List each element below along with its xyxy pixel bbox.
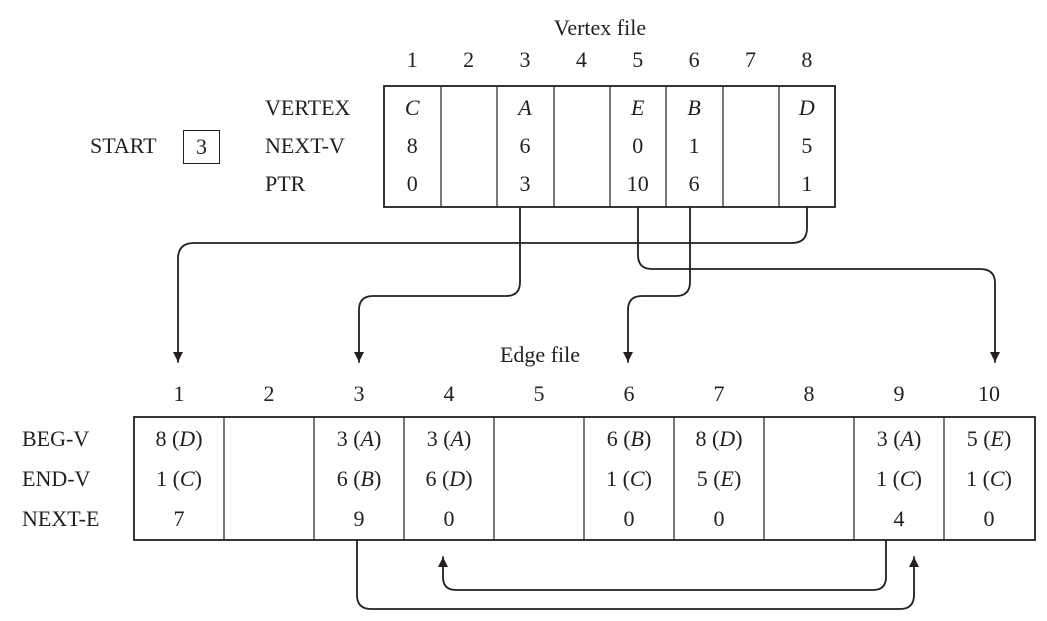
vertex-file-index: 1	[406, 47, 418, 72]
vertex-cell: A	[518, 95, 532, 120]
next-e-cell: 0	[623, 506, 635, 531]
next-v-row-label: NEXT-V	[265, 133, 345, 158]
end-v-cell: 1 (C)	[876, 466, 922, 491]
vertex-cell: B	[687, 95, 701, 120]
edge-file-index: 7	[713, 381, 725, 406]
edge-table-columns	[223, 417, 945, 540]
next-e-cell: 4	[893, 506, 905, 531]
beg-v-cell: 3 (A)	[876, 426, 922, 451]
edge-file-index: 2	[263, 381, 275, 406]
arrow-b-to-edge-6	[623, 206, 691, 363]
arrow-edge-3-to-edge-9	[356, 539, 919, 610]
beg-v-cell: 3 (A)	[426, 426, 472, 451]
vertex-file-index: 3	[519, 47, 531, 72]
edge-file-index: 10	[978, 381, 1000, 406]
vertex-cell: E	[630, 95, 645, 120]
vertex-row-label: VERTEX	[265, 95, 351, 120]
next-e-cell: 9	[353, 506, 365, 531]
next-e-cell: 7	[173, 506, 185, 531]
vertex-file-index: 2	[463, 47, 475, 72]
vertex-table-columns	[440, 86, 780, 207]
start-value-box: 3	[183, 130, 220, 164]
next-e-cell: 0	[983, 506, 995, 531]
beg-v-cell: 6 (B)	[606, 426, 652, 451]
vertex-file-title: Vertex file	[553, 15, 647, 40]
next-v-cell: 1	[688, 133, 700, 158]
ptr-cell: 6	[688, 171, 700, 196]
end-v-cell: 1 (C)	[966, 466, 1012, 491]
next-v-cell: 8	[406, 133, 418, 158]
arrow-d-to-edge-1	[173, 206, 808, 363]
arrow-a-to-edge-3	[354, 206, 521, 363]
vertex-cell: C	[404, 95, 420, 120]
edge-file-index: 6	[623, 381, 635, 406]
ptr-cell: 3	[519, 171, 531, 196]
end-v-row-label: END-V	[22, 466, 91, 491]
beg-v-cell: 8 (D)	[155, 426, 203, 451]
end-v-cell: 1 (C)	[606, 466, 652, 491]
next-v-cell: 5	[801, 133, 813, 158]
end-v-cell: 6 (B)	[336, 466, 382, 491]
ptr-cell: 0	[406, 171, 418, 196]
end-v-cell: 5 (E)	[696, 466, 742, 491]
next-v-cell: 6	[519, 133, 531, 158]
edge-file-index: 5	[533, 381, 545, 406]
edge-file-index: 9	[893, 381, 905, 406]
beg-v-row-label: BEG-V	[22, 426, 90, 451]
edge-file-index: 3	[353, 381, 365, 406]
ptr-cell: 1	[801, 171, 813, 196]
end-v-cell: 1 (C)	[156, 466, 202, 491]
start-label: START	[90, 133, 157, 158]
vertex-file-index: 6	[688, 47, 700, 72]
ptr-row-label: PTR	[265, 171, 306, 196]
vertex-cell: D	[798, 95, 815, 120]
next-v-cell: 0	[632, 133, 644, 158]
vertex-file-index: 7	[744, 47, 756, 72]
vertex-file-index: 4	[575, 47, 587, 72]
edge-file-index: 8	[803, 381, 815, 406]
end-v-cell: 6 (D)	[425, 466, 473, 491]
beg-v-cell: 8 (D)	[695, 426, 743, 451]
next-e-cell: 0	[443, 506, 455, 531]
arrow-e-to-edge-10	[637, 206, 1000, 363]
ptr-cell: 10	[626, 171, 649, 196]
beg-v-cell: 3 (A)	[336, 426, 382, 451]
edge-file-index: 4	[443, 381, 455, 406]
beg-v-cell: 5 (E)	[966, 426, 1012, 451]
edge-file-title: Edge file	[499, 342, 581, 367]
edge-file-index: 1	[173, 381, 185, 406]
next-e-row-label: NEXT-E	[22, 506, 100, 531]
arrow-edge-9-to-edge-4	[438, 539, 887, 591]
vertex-file-index: 8	[801, 47, 813, 72]
next-e-cell: 0	[713, 506, 725, 531]
vertex-file-index: 5	[632, 47, 644, 72]
